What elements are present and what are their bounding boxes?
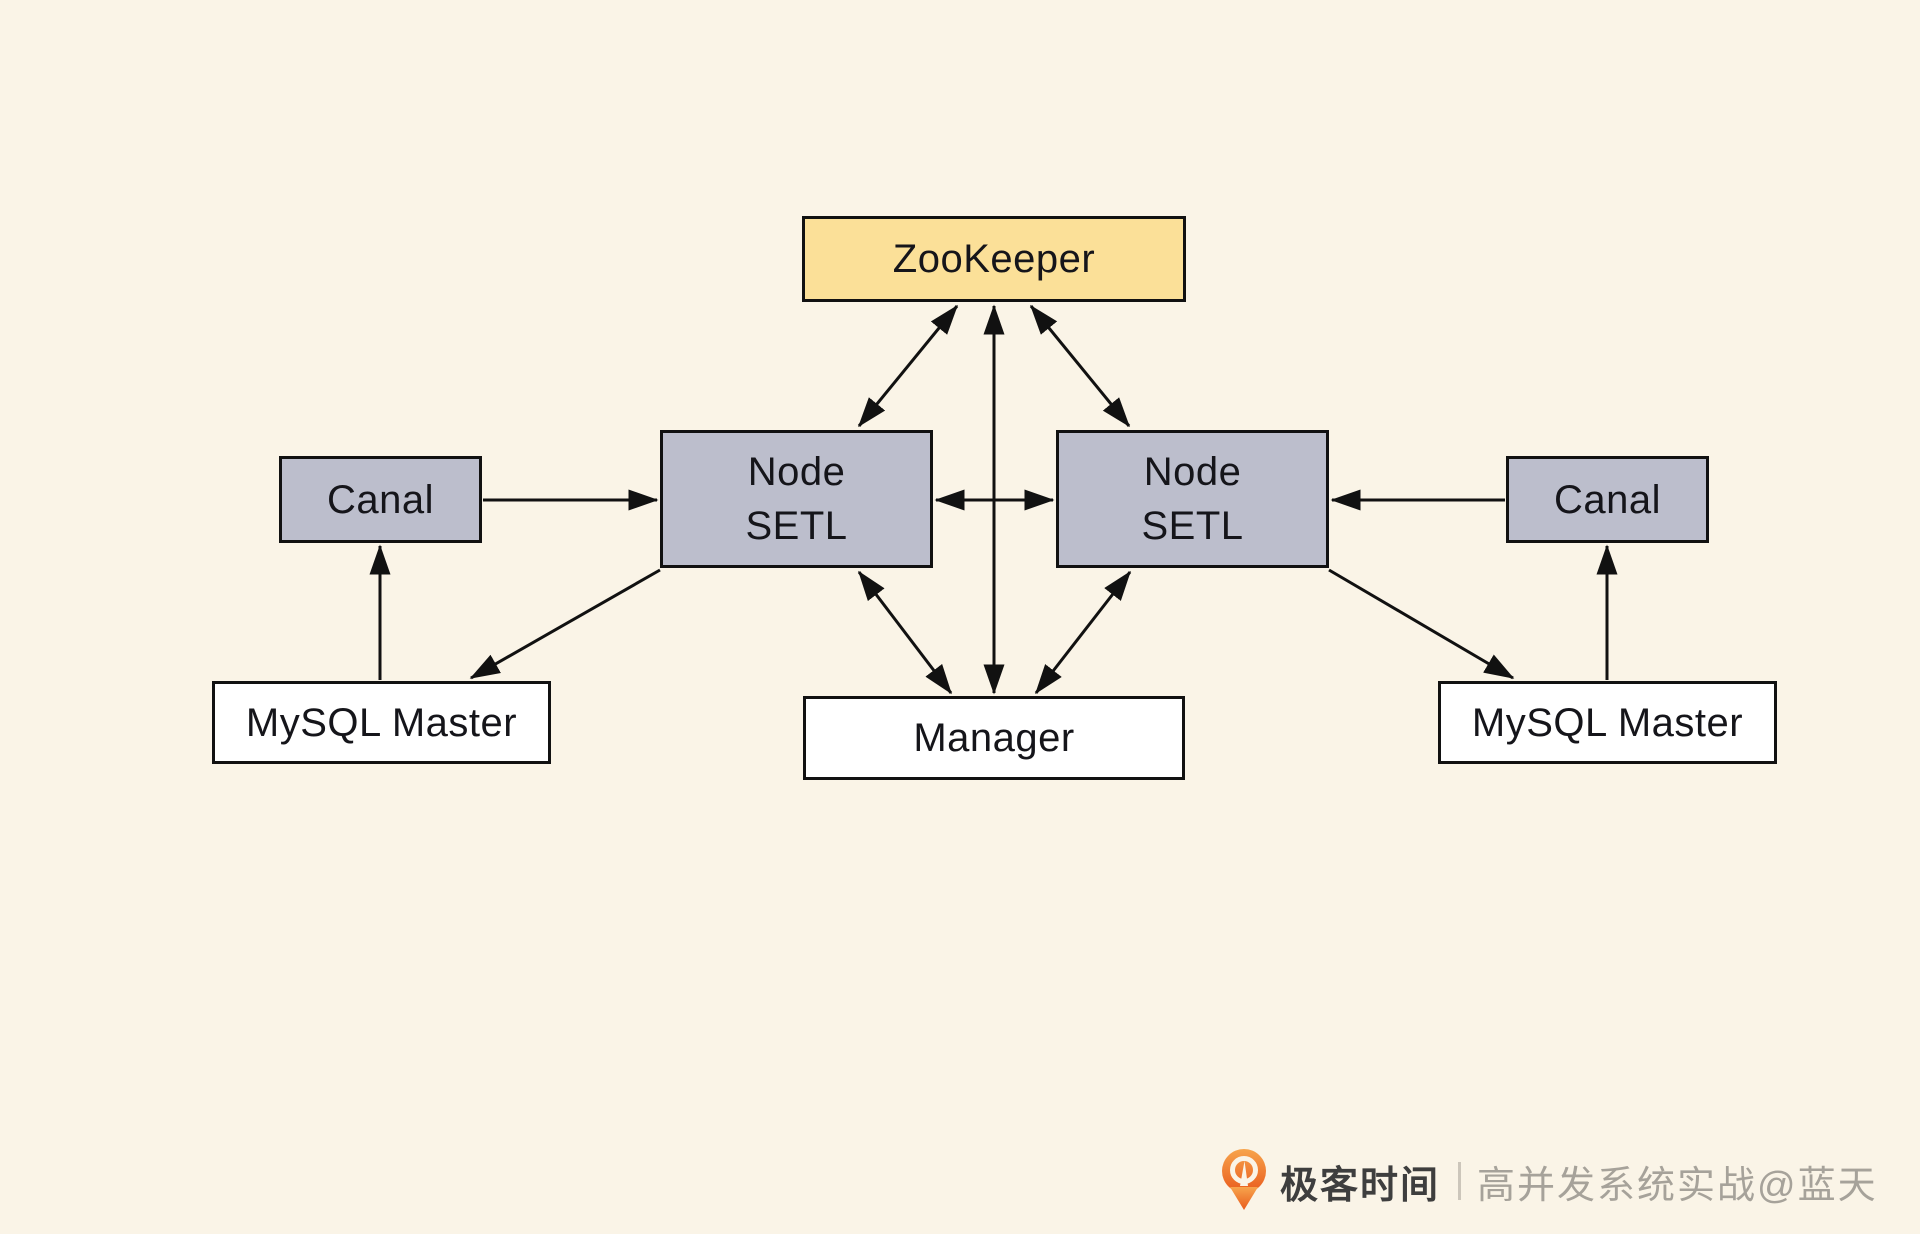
edge-node-setl-right-manager (1034, 570, 1132, 695)
footer-divider (1458, 1162, 1462, 1200)
footer-brand-text: 极客时间 (1280, 1164, 1441, 1207)
node-canal-right: Canal (1506, 456, 1709, 543)
edge-node-setl-left-manager (857, 570, 953, 695)
node-zookeeper: ZooKeeper (802, 216, 1186, 302)
edge-node-setl-left-mysql-master-left (469, 568, 661, 680)
node-manager-label: Manager (913, 716, 1075, 760)
node-zookeeper-label: ZooKeeper (892, 237, 1096, 281)
node-mysql-master-left-label: MySQL Master (245, 700, 518, 745)
node-mysql-master-right-label: MySQL Master (1471, 700, 1744, 745)
node-canal-left-label: Canal (326, 477, 434, 522)
node-setl-right-label-line1: Node (1143, 450, 1242, 494)
footer-course-text: 高并发系统实战@蓝天 (1477, 1164, 1878, 1207)
node-manager: Manager (803, 696, 1185, 780)
node-mysql-master-left: MySQL Master (212, 681, 551, 764)
geektime-logo-icon (1222, 1149, 1266, 1210)
node-canal-left: Canal (279, 456, 482, 543)
edge-zookeeper-node-setl-left (857, 304, 959, 428)
node-setl-right: Node SETL (1056, 430, 1329, 568)
edge-zookeeper-node-setl-right (1029, 304, 1131, 428)
edge-node-setl-right-mysql-master-right (1328, 568, 1515, 680)
watermark-footer: 极客时间 高并发系统实战@蓝天 (1220, 1148, 1878, 1214)
node-setl-right-label-line2: SETL (1141, 504, 1244, 548)
node-canal-right-label: Canal (1553, 477, 1661, 522)
node-setl-left: Node SETL (660, 430, 933, 568)
node-setl-left-label-line1: Node (747, 450, 846, 494)
node-mysql-master-right: MySQL Master (1438, 681, 1777, 764)
node-setl-left-label-line2: SETL (745, 504, 848, 548)
